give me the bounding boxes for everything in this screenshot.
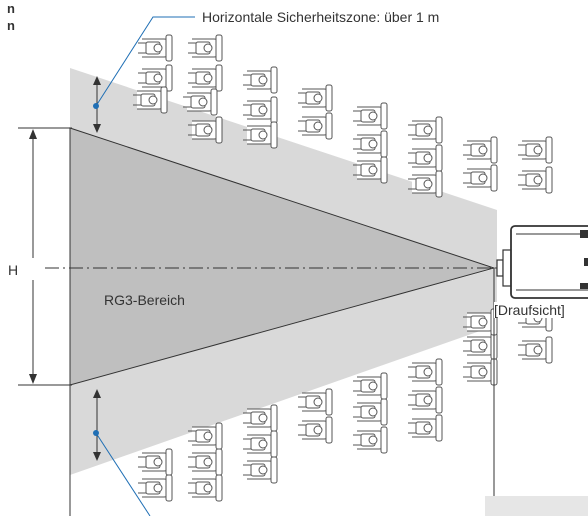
upper-leader-line [95,16,195,107]
h-dim-arrow-up [29,129,37,139]
upper-safety-zone [70,68,497,268]
seated-person-icon [138,448,173,476]
audience-people [133,34,553,502]
seated-person-icon [353,130,388,158]
seated-person-icon [243,456,278,484]
seated-person-icon [408,144,443,172]
lower-safety-zone [70,268,497,475]
seated-person-icon [243,121,278,149]
seated-person-icon [353,398,388,426]
seated-person-icon [298,388,333,416]
lower-leader-line [95,432,151,516]
cropped-heading-line-2: n [7,18,15,33]
seated-person-icon [188,422,223,450]
seated-person-icon [138,474,173,502]
seated-person-icon [133,86,168,114]
seated-person-icon [243,430,278,458]
seated-person-icon [353,426,388,454]
seated-person-icon [188,34,223,62]
h-dim-arrow-down [29,374,37,384]
seated-person-icon [463,164,498,192]
leader-dot-icon [93,103,99,109]
seated-person-icon [298,416,333,444]
seated-person-icon [138,34,173,62]
seated-person-icon [353,102,388,130]
seated-person-icon [408,116,443,144]
seated-person-icon [518,336,553,364]
seated-person-icon [463,358,498,386]
upper-zone-arrow-up [93,76,101,85]
seated-person-icon [408,386,443,414]
seated-person-icon [188,474,223,502]
seated-person-icon [243,66,278,94]
seated-person-icon [463,136,498,164]
seated-person-icon [353,156,388,184]
seated-person-icon [188,64,223,92]
seated-person-icon [518,136,553,164]
lower-zone-arrow-down [93,452,101,461]
lower-zone-arrow-up [93,389,101,398]
cropped-heading-line-1: n [7,1,15,16]
seated-person-icon [518,166,553,194]
caption-box [485,496,588,516]
seated-person-icon [243,404,278,432]
upper-zone-arrow-down [93,124,101,133]
seated-person-icon [408,170,443,198]
seated-person-icon [188,448,223,476]
rg3-area-label: RG3-Bereich [104,292,185,308]
top-view-label: [Draufsicht] [494,302,565,318]
seated-person-icon [353,372,388,400]
seated-person-icon [183,88,218,116]
seated-person-icon [408,358,443,386]
seated-person-icon [188,116,223,144]
seated-person-icon [298,112,333,140]
height-label: H [8,262,19,278]
horizontal-safety-zone-label: Horizontale Sicherheitszone: über 1 m [202,9,440,25]
seated-person-icon [408,414,443,442]
seated-person-icon [463,332,498,360]
seated-person-icon [138,64,173,92]
leader-dot-icon [93,430,99,436]
projector-top-view-icon [496,225,588,299]
seated-person-icon [463,308,498,336]
seated-person-icon [298,84,333,112]
seated-person-icon [243,96,278,124]
